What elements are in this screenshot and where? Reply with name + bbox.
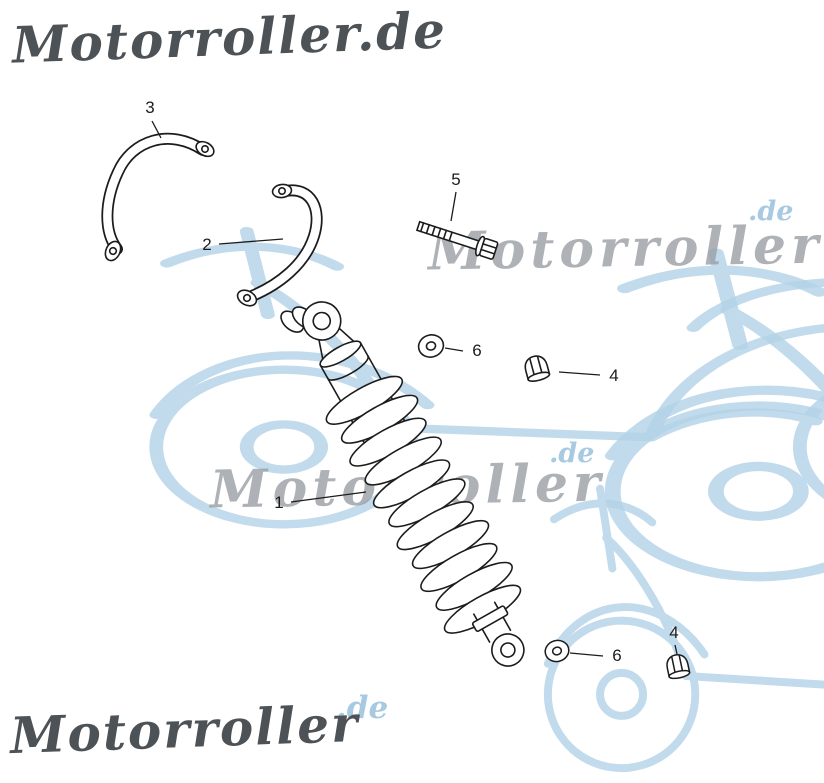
callout-label-4-lower: 4 [669,623,678,642]
part-bracket-outer [101,132,215,262]
bracket-inner-top-tab [271,183,293,199]
shock-coil-spring [325,375,522,634]
part-cap-nut-lower [664,652,692,681]
brand-watermark-bottom-tld: .de [336,690,389,726]
brand-watermark-center-tld: .de [549,438,595,469]
bolt-threads [419,222,453,242]
leader-line-6-upper [444,347,464,352]
part-shock-absorber [280,301,525,667]
callout-label-4-upper: 4 [609,366,618,385]
callout-3: 3 [145,98,162,139]
part-washer-lower [542,637,572,665]
brand-watermark-mid-right-tld: .de [748,196,794,227]
leader-line-1 [290,491,367,503]
callout-label-1: 1 [274,493,283,512]
leader-line-5 [450,191,457,222]
callout-label-6-lower: 6 [612,646,621,665]
callout-label-2: 2 [202,235,211,254]
callout-1: 1 [274,491,367,512]
leader-line-4-lower [674,644,678,655]
leader-line-6-lower [569,652,604,657]
shock-lock-nut [471,605,509,632]
callout-6-lower: 6 [569,646,622,665]
part-washer-upper [415,331,447,361]
bracket-inner-bottom-tab [236,289,258,307]
callouts: 3 2 5 6 4 1 6 [145,98,678,665]
bracket-outer-top-tab [195,140,215,158]
bracket-outer-bottom-tab [104,240,122,262]
callout-label-5: 5 [451,170,460,189]
callout-5: 5 [450,170,461,222]
leader-line-3 [151,120,162,139]
part-cap-nut-upper [521,352,552,384]
bolt-shaft [415,220,482,252]
callout-6-upper: 6 [444,341,482,360]
shock-neck [318,328,355,361]
part-bracket-inner [236,183,323,307]
callout-label-3: 3 [145,98,154,117]
callout-4-lower: 4 [669,623,679,655]
callout-label-6-upper: 6 [472,341,481,360]
part-hex-bolt [415,220,499,260]
leader-line-2 [218,238,284,245]
bracket-outer-band [101,132,209,255]
callout-2: 2 [202,235,284,254]
callout-4-upper: 4 [558,366,619,385]
leader-line-4-upper [558,371,601,376]
shock-body-cap [319,340,362,368]
